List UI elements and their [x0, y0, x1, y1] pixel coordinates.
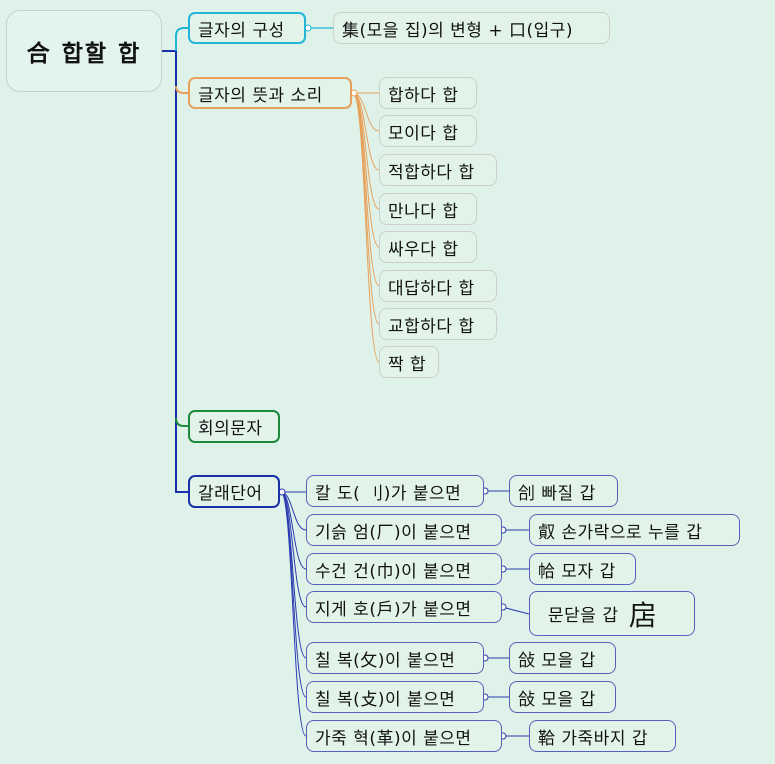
derived-result[interactable]: 㕢 손가락으로 누를 갑 — [529, 514, 740, 546]
meaning-item[interactable]: 대답하다 합 — [379, 270, 497, 302]
meaning-item[interactable]: 합하다 합 — [379, 77, 477, 109]
meaning-item[interactable]: 모이다 합 — [379, 115, 477, 147]
meaning-item[interactable]: 만나다 합 — [379, 193, 477, 225]
derived-condition[interactable]: 칼 도( 刂)가 붙으면 — [306, 475, 484, 507]
derived-result[interactable]: 㓣 빠질 갑 — [509, 475, 618, 507]
derived-result-char: 扂 — [628, 598, 657, 632]
derived-condition[interactable]: 기슭 엄(厂)이 붙으면 — [306, 514, 502, 546]
meaning-item[interactable]: 적합하다 합 — [379, 154, 497, 186]
derived-condition[interactable]: 지게 호(戶)가 붙으면 — [306, 591, 502, 623]
derived-result-text: 문닫을 갑 — [548, 606, 619, 626]
derived-result[interactable]: 敆 모을 갑 — [509, 681, 616, 713]
branch-meaning[interactable]: 글자의 뜻과 소리 — [188, 77, 352, 109]
meaning-item[interactable]: 짝 합 — [379, 346, 439, 378]
root-node[interactable]: 合 합할 합 — [6, 10, 162, 92]
branch-type[interactable]: 회의문자 — [188, 410, 280, 443]
derived-condition[interactable]: 칠 복(攴)이 붙으면 — [306, 681, 484, 713]
derived-condition[interactable]: 수건 건(巾)이 붙으면 — [306, 553, 502, 585]
derived-result[interactable]: 鞈 가죽바지 갑 — [529, 720, 676, 752]
meaning-item[interactable]: 교합하다 합 — [379, 308, 497, 340]
derived-condition[interactable]: 가죽 혁(革)이 붙으면 — [306, 720, 502, 752]
derived-condition[interactable]: 칠 복(攵)이 붙으면 — [306, 642, 484, 674]
branch-derived[interactable]: 갈래단어 — [188, 475, 280, 508]
derived-result[interactable]: 문닫을 갑 扂 — [529, 591, 695, 636]
derived-result[interactable]: 帢 모자 갑 — [529, 553, 636, 585]
meaning-item[interactable]: 싸우다 합 — [379, 231, 477, 263]
branch-composition[interactable]: 글자의 구성 — [188, 12, 306, 44]
derived-result[interactable]: 敆 모을 갑 — [509, 642, 616, 674]
composition-value[interactable]: 集(모을 집)의 변형 + 口(입구) — [333, 12, 610, 44]
